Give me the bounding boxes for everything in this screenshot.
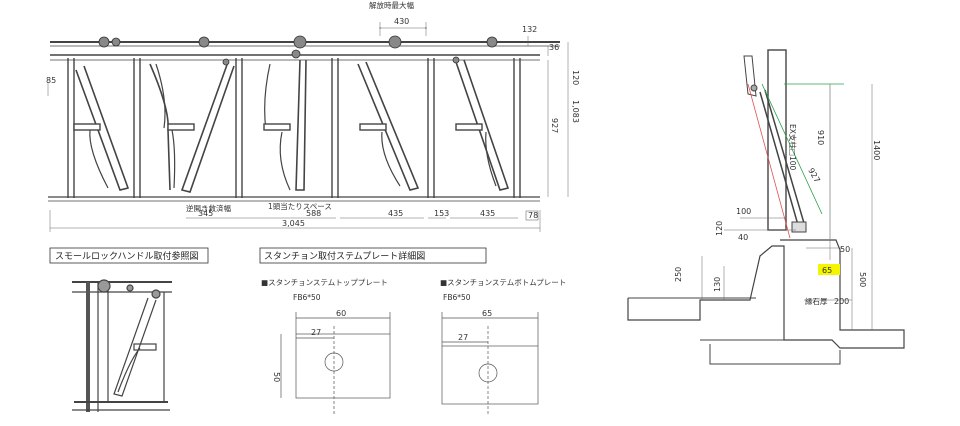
section-colored-lines xyxy=(747,83,844,240)
stall-dimensions xyxy=(47,22,569,232)
dim-36: 36 xyxy=(549,43,559,52)
highlight-65 xyxy=(818,264,840,275)
dim-345: 345 xyxy=(198,209,213,218)
top-plate-caption: ■スタンチョンステムトッププレート xyxy=(261,278,388,287)
dim-430: 430 xyxy=(394,17,409,26)
dim-588: 588 xyxy=(306,209,321,218)
label-space-per-head: 1頭当たりスペース xyxy=(268,201,332,211)
top-plate-height: 50 xyxy=(272,372,281,382)
sec-dim-910: 910 xyxy=(816,130,825,145)
top-plate-drawing xyxy=(280,312,391,414)
sec-dim-120: 120 xyxy=(715,221,724,236)
sec-dim-927: 927 xyxy=(806,167,821,185)
sec-pipe-label: EX支柱□100 xyxy=(788,124,798,171)
sec-dim-200: 200 xyxy=(834,297,849,306)
bottom-plate-caption: ■スタンチョンステムボトムプレート xyxy=(440,278,566,287)
handle-title: スモールロックハンドル取付参照図 xyxy=(55,250,199,262)
dim-78: 78 xyxy=(528,211,538,220)
label-max-open-width: 解放時最大幅 xyxy=(369,0,414,10)
sec-dim-500: 500 xyxy=(858,272,867,287)
plate-title: スタンチョン取付ステムプレート詳細図 xyxy=(264,250,425,262)
dim-132: 132 xyxy=(522,25,537,34)
dim-927: 927 xyxy=(550,118,559,133)
bottom-plate-width: 65 xyxy=(482,309,492,318)
sec-dim-250: 250 xyxy=(674,267,683,282)
stall-dim-text: 解放時最大幅 430 132 36 120 85 927 1,083 逆開き救済… xyxy=(46,0,580,228)
dim-120: 120 xyxy=(571,70,580,85)
bottom-plate-drawing xyxy=(441,312,539,416)
stall-elevation xyxy=(48,35,560,202)
section-dimensions xyxy=(701,84,873,330)
sec-dim-130: 130 xyxy=(713,277,722,292)
dim-435-a: 435 xyxy=(388,209,403,218)
handle-illustration xyxy=(72,279,172,412)
sec-dim-40: 40 xyxy=(738,233,748,242)
dim-153: 153 xyxy=(434,209,449,218)
dim-435-b: 435 xyxy=(480,209,495,218)
sec-dim-100: 100 xyxy=(736,207,751,216)
sec-dim-50: 50 xyxy=(840,245,850,254)
sec-curb-label: 縁石厚 xyxy=(805,296,828,306)
handle-title-box xyxy=(49,247,209,264)
bottom-plate-offset: 27 xyxy=(458,333,468,342)
bottom-plate-spec: FB6*50 xyxy=(443,293,471,302)
sec-dim-65: 65 xyxy=(822,266,832,275)
top-plate-offset: 27 xyxy=(311,328,321,337)
dim-1083: 1,083 xyxy=(571,100,580,123)
plate-title-box xyxy=(259,247,487,264)
top-plate-spec: FB6*50 xyxy=(293,293,321,302)
label-reverse-width: 逆開き救済幅 xyxy=(186,203,231,213)
dim-3045: 3,045 xyxy=(282,219,305,228)
section-view xyxy=(627,49,905,365)
sec-dim-1400: 1400 xyxy=(872,140,881,160)
top-plate-width: 60 xyxy=(336,309,346,318)
dim-85: 85 xyxy=(46,76,56,85)
